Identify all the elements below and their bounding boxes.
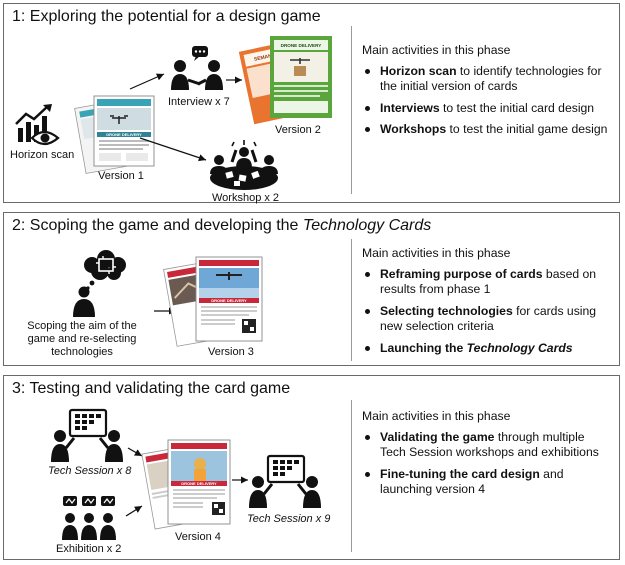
version-1-label: Version 1 — [98, 170, 144, 182]
horizon-scan-icon — [15, 104, 60, 146]
version-3-label: Version 3 — [208, 346, 254, 358]
phase-1-divider — [351, 26, 352, 194]
phase-2-activities-heading: Main activities in this phase — [362, 246, 511, 260]
phase-2-title: 2: Scoping the game and developing the T… — [12, 217, 432, 234]
exhibition-label: Exhibition x 2 — [56, 543, 122, 555]
phase-1-arrows — [129, 73, 242, 162]
phase-2-activity: Selecting technologies for cards using n… — [362, 304, 612, 335]
phase-1-activities: Main activities in this phase Horizon sc… — [362, 43, 612, 144]
phase-2-activities: Main activities in this phase Reframing … — [362, 246, 612, 362]
version-1-card-title: DRONE DELIVERY — [106, 132, 142, 137]
version-2-card-b-title: DRONE DELIVERY — [281, 43, 322, 48]
version-4-card-title: DRONE DELIVERY — [181, 481, 217, 486]
phase-3-panel: 3: Testing and validating the card game … — [3, 375, 620, 560]
phase-3-activities: Main activities in this phase Validating… — [362, 409, 612, 504]
tech-session-8-label: Tech Session x 8 — [48, 465, 132, 477]
phase-3-arrows — [125, 447, 248, 517]
thinking-person-icon — [73, 250, 126, 317]
version-4-cards: DRONE DELIVERY — [141, 439, 231, 530]
phase-1-activity: Interviews to test the initial card desi… — [362, 101, 612, 117]
phase-3-divider — [351, 400, 352, 552]
phase-1-activities-heading: Main activities in this phase — [362, 43, 511, 57]
version-1-cards: DRONE DELIVERY — [74, 95, 155, 174]
scoping-label: Scoping the aim of the game and re-selec… — [27, 320, 137, 358]
horizon-scan-label: Horizon scan — [10, 149, 75, 161]
phase-2-activity: Launching the Technology Cards — [362, 341, 612, 357]
workshop-icon — [210, 140, 278, 190]
version-2-cards: SEMANTICS DRONE DELIVERY — [238, 36, 332, 125]
workshop-label: Workshop x 2 — [212, 192, 280, 204]
phase-1-activity: Horizon scan to identify technologies fo… — [362, 64, 612, 95]
phase-3-activities-heading: Main activities in this phase — [362, 409, 511, 423]
phase-3-activity: Validating the game through multiple Tec… — [362, 430, 612, 461]
version-3-cards: DRONE DELIVERY — [163, 256, 263, 347]
interview-icon — [171, 46, 223, 90]
exhibition-icon — [62, 496, 116, 540]
phase-2-panel: 2: Scoping the game and developing the T… — [3, 212, 620, 366]
version-2-label: Version 2 — [275, 124, 321, 136]
tech-session-9-label: Tech Session x 9 — [247, 513, 331, 525]
phase-3-title: 3: Testing and validating the card game — [12, 380, 291, 397]
phase-2-divider — [351, 239, 352, 361]
phase-1-panel: 1: Exploring the potential for a design … — [3, 3, 620, 204]
version-4-label: Version 4 — [175, 531, 221, 543]
phase-1-title: 1: Exploring the potential for a design … — [12, 8, 321, 25]
interview-label: Interview x 7 — [168, 96, 230, 108]
phase-1-activity: Workshops to test the initial game desig… — [362, 122, 612, 138]
phase-2-activity: Reframing purpose of cards based on resu… — [362, 267, 612, 298]
tech-session-icon — [51, 408, 123, 462]
tech-session-icon — [249, 454, 321, 508]
phase-3-activity: Fine-tuning the card design and launchin… — [362, 467, 612, 498]
version-3-card-title: DRONE DELIVERY — [211, 298, 247, 303]
